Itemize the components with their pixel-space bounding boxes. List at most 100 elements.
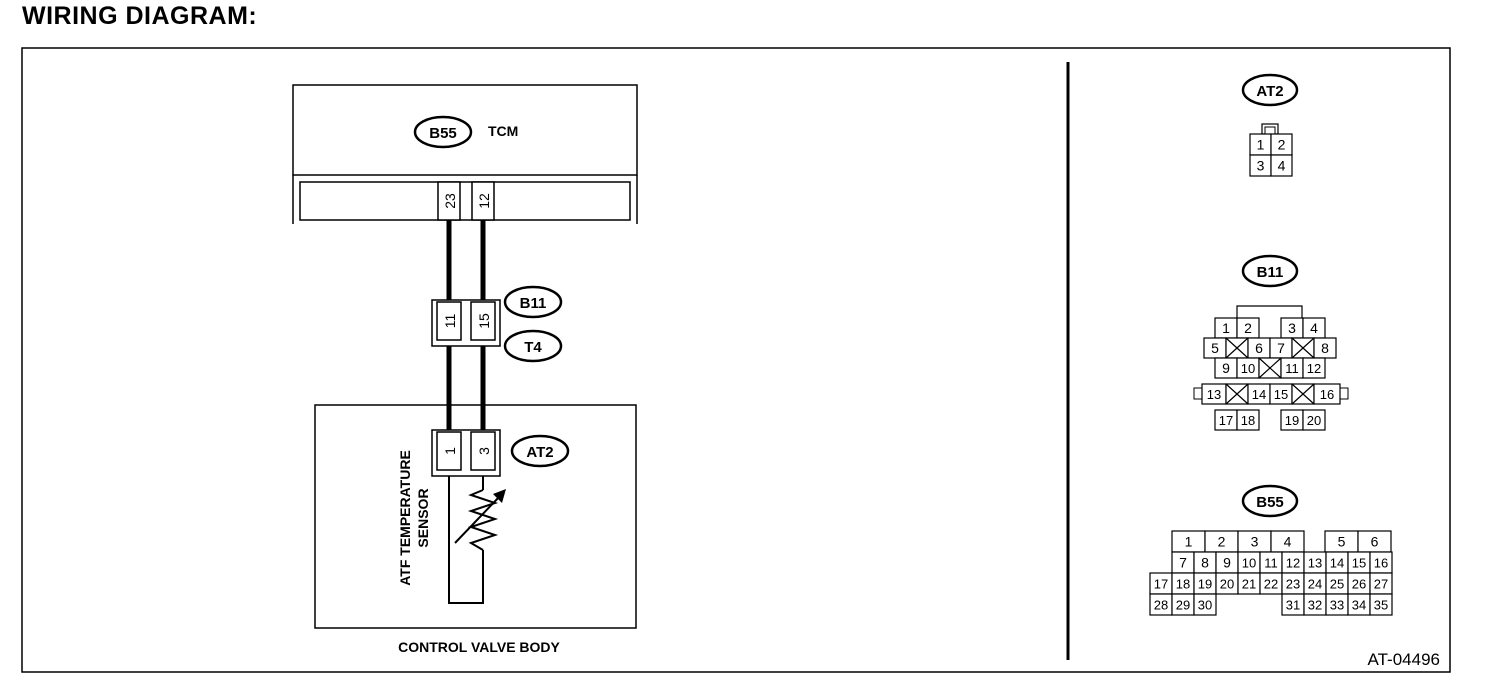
b55-view-pin-21: 21 bbox=[1242, 577, 1256, 592]
tcm-label: TCM bbox=[488, 123, 518, 139]
b55-view-pin-15: 15 bbox=[1352, 556, 1366, 571]
b55-view-pin-16: 16 bbox=[1374, 556, 1388, 571]
b11-label: B11 bbox=[520, 295, 547, 312]
b11-badge bbox=[503, 285, 563, 319]
diagram-frame bbox=[21, 47, 1451, 673]
b55-view-pin-11: 11 bbox=[1264, 556, 1278, 571]
at2-view-pin-2: 2 bbox=[1278, 137, 1286, 153]
joint-pin-11: 11 bbox=[442, 314, 458, 329]
b55-view-pin-4: 4 bbox=[1284, 534, 1292, 550]
b55-view-pin-14: 14 bbox=[1330, 556, 1344, 571]
b55-view-pin-33: 33 bbox=[1330, 598, 1344, 613]
figure-code: AT-04496 bbox=[1367, 650, 1440, 669]
b11-view-pin-2: 2 bbox=[1244, 320, 1252, 336]
joint-connector: 11 15 B11 T4 bbox=[431, 285, 563, 363]
b11-view-pin-10: 10 bbox=[1241, 361, 1255, 376]
t4-badge bbox=[503, 329, 563, 363]
b11-view-pin-11: 11 bbox=[1285, 361, 1299, 376]
blank-cavity-cross bbox=[1258, 357, 1282, 379]
b11-view-pin-20: 20 bbox=[1307, 413, 1321, 428]
b55-view-pin-35: 35 bbox=[1374, 598, 1388, 613]
at2-view-label: AT2 bbox=[1256, 83, 1283, 100]
at2-badge bbox=[510, 434, 570, 468]
b11-view-pin-14: 14 bbox=[1252, 387, 1266, 402]
b11-view-pin-6: 6 bbox=[1255, 340, 1263, 356]
at2-view-pin-1: 1 bbox=[1257, 137, 1265, 153]
b55-view-pin-35-cell bbox=[1369, 593, 1393, 616]
b55-view-pin-26: 26 bbox=[1352, 577, 1366, 592]
tcm-pin-12: 12 bbox=[476, 193, 492, 209]
b11-view-pin-20-cell bbox=[1302, 409, 1326, 431]
control-valve-body: 1 3 AT2 ATF TEMPERATURE SENSOR CONTROL V… bbox=[314, 404, 637, 655]
b55-view-label: B55 bbox=[1256, 494, 1284, 511]
sensor-label-line2: SENSOR bbox=[415, 488, 431, 547]
b11-view-pin-12: 12 bbox=[1307, 361, 1321, 376]
b11-view-pin-1: 1 bbox=[1222, 320, 1230, 336]
b11-view-pin-5: 5 bbox=[1211, 340, 1219, 356]
b55-view-pin-34: 34 bbox=[1352, 598, 1366, 613]
b11-view-pin-9: 9 bbox=[1222, 360, 1230, 376]
blank-cavity-cross bbox=[1225, 383, 1249, 405]
b55-view-pin-30: 30 bbox=[1198, 598, 1212, 613]
thermistor-resistor-icon bbox=[467, 489, 499, 551]
sensor-label-line1: ATF TEMPERATURE bbox=[397, 450, 413, 586]
b55-view-pin-28: 28 bbox=[1154, 598, 1168, 613]
b11-view-pin-12-cell bbox=[1302, 357, 1326, 379]
b55-view-pin-10: 10 bbox=[1242, 556, 1256, 571]
sensor-loop bbox=[448, 476, 484, 604]
b55-view-pin-3: 3 bbox=[1251, 534, 1259, 550]
b55-view-pin-29: 29 bbox=[1176, 598, 1190, 613]
tcm-connector-label: B55 bbox=[429, 125, 457, 142]
b55-view-pin-13: 13 bbox=[1308, 556, 1322, 571]
b55-view-pin-12: 12 bbox=[1286, 556, 1300, 571]
b55-view-pin-20: 20 bbox=[1220, 577, 1234, 592]
blank-cavity-cross bbox=[1291, 337, 1315, 359]
b55-view-pin-32: 32 bbox=[1308, 598, 1322, 613]
page-title: WIRING DIAGRAM: bbox=[22, 2, 258, 30]
b55-view-pin-19: 19 bbox=[1198, 577, 1212, 592]
b11-view-pin-8: 8 bbox=[1321, 340, 1329, 356]
b11-view-pin-18: 18 bbox=[1241, 413, 1255, 428]
b55-view-pin-2: 2 bbox=[1218, 534, 1226, 550]
at2-pin-1: 1 bbox=[442, 447, 458, 455]
b11-view-pin-15: 15 bbox=[1274, 387, 1288, 402]
blank-cavity-cross bbox=[1291, 383, 1315, 405]
b55-view-pin-17: 17 bbox=[1154, 577, 1168, 592]
tcm-box: B55 TCM 23 12 bbox=[292, 84, 638, 224]
b11-view-pin-4: 4 bbox=[1310, 320, 1318, 336]
b55-view-pin-8: 8 bbox=[1201, 555, 1209, 571]
at2-label: AT2 bbox=[526, 444, 553, 461]
b55-view-pin-23: 23 bbox=[1286, 577, 1300, 592]
b55-view-pin-25: 25 bbox=[1330, 577, 1344, 592]
variable-arrow-icon bbox=[454, 495, 501, 544]
b11-view-pin-13: 13 bbox=[1207, 387, 1221, 402]
b55-view-pin-30-cell bbox=[1193, 593, 1217, 616]
at2-view-pin-3: 3 bbox=[1257, 158, 1265, 174]
b55-view-pin-9: 9 bbox=[1223, 555, 1231, 571]
at2-view-pin-4-cell bbox=[1270, 154, 1293, 177]
b55-view-pin-31: 31 bbox=[1286, 598, 1300, 613]
b55-view-pin-24: 24 bbox=[1308, 577, 1322, 592]
tcm-connector-badge bbox=[413, 115, 473, 149]
b55-view-pin-22: 22 bbox=[1264, 577, 1278, 592]
b55-view-pin-5: 5 bbox=[1338, 534, 1346, 550]
b11-view-pin-16-cell bbox=[1313, 383, 1341, 405]
b55-view-pin-6: 6 bbox=[1371, 534, 1379, 550]
tcm-pin-23: 23 bbox=[442, 193, 458, 209]
control-valve-body-label: CONTROL VALVE BODY bbox=[398, 639, 560, 655]
b11-view-pin-19: 19 bbox=[1285, 413, 1299, 428]
b55-view-pin-1: 1 bbox=[1185, 534, 1193, 550]
b11-view-pin-18-cell bbox=[1236, 409, 1260, 431]
b11-view-pin-7: 7 bbox=[1277, 340, 1285, 356]
b11-view-label: B11 bbox=[1257, 264, 1284, 281]
at2-pin-3: 3 bbox=[476, 447, 492, 455]
b55-view-pin-27: 27 bbox=[1374, 577, 1388, 592]
blank-cavity-cross bbox=[1225, 337, 1249, 359]
b55-view-pin-18: 18 bbox=[1176, 577, 1190, 592]
b11-view-pin-3: 3 bbox=[1288, 320, 1296, 336]
t4-label: T4 bbox=[524, 339, 542, 356]
